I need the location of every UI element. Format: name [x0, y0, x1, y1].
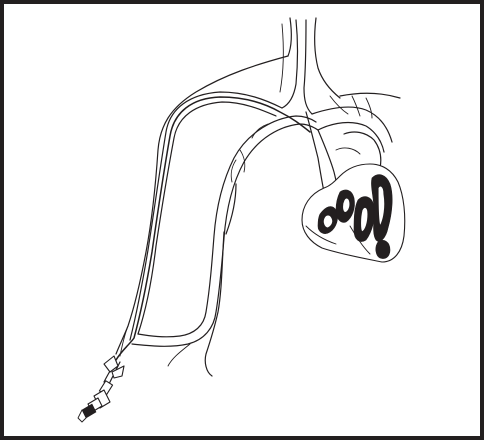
vein-pathway [130, 92, 318, 346]
heart [302, 164, 405, 262]
catheter-hub [78, 356, 124, 422]
catheter-line [116, 97, 310, 360]
